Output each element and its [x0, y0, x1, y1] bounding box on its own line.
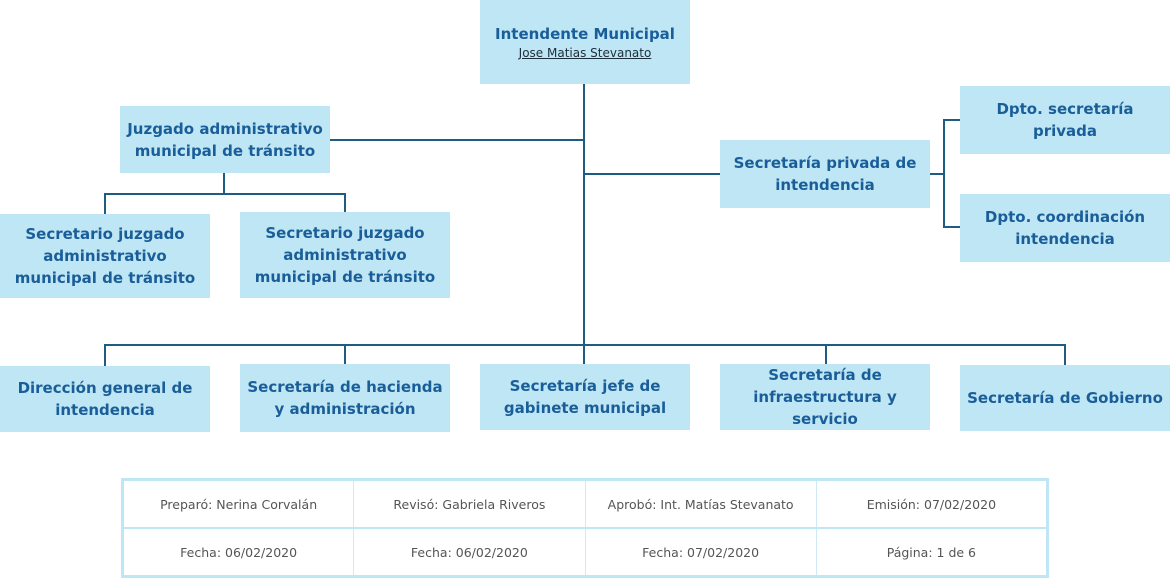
connector-privada — [584, 173, 720, 175]
footer-fecha-2: Fecha: 06/02/2020 — [353, 527, 586, 577]
connector-dpto-sec — [943, 119, 960, 121]
secretario-juzgado-label-2: Secretario juzgado administrativo munici… — [254, 224, 436, 286]
juzgado-box: Juzgado administrativo municipal de trán… — [120, 106, 330, 173]
dpto-secretaria-box: Dpto. secretaría privada — [960, 86, 1170, 154]
bottom-label-1: Dirección general de intendencia — [17, 379, 193, 419]
footer-reviso: Revisó: Gabriela Riveros — [353, 479, 586, 529]
bottom-box-2: Secretaría de hacienda y administración — [240, 364, 450, 432]
connector-bottom-2 — [344, 344, 346, 364]
footer-fecha-1: Fecha: 06/02/2020 — [121, 527, 355, 577]
dpto-coordinacion-box: Dpto. coordinación intendencia — [960, 194, 1170, 262]
bottom-label-4: Secretaría de infraestructura y servicio — [753, 366, 897, 428]
connector-bottom-1 — [104, 344, 106, 366]
secretaria-privada-box: Secretaría privada de intendencia — [720, 140, 930, 208]
connector-juzgado — [330, 139, 584, 141]
connector-sec-juz-1 — [104, 193, 106, 214]
connector-privada-out — [930, 173, 945, 175]
bottom-box-1: Dirección general de intendencia — [0, 366, 210, 432]
connector-bottom-5 — [1064, 344, 1066, 365]
secretario-juzgado-box-2: Secretario juzgado administrativo munici… — [240, 212, 450, 298]
intendente-box: Intendente Municipal Jose Matias Stevana… — [480, 0, 690, 84]
bottom-label-2: Secretaría de hacienda y administración — [247, 378, 443, 418]
connector-sec-juz-2 — [344, 193, 346, 214]
footer-aprobo: Aprobó: Int. Matías Stevanato — [584, 479, 817, 529]
approval-footer-table: Preparó: Nerina Corvalán Revisó: Gabriel… — [121, 478, 1049, 578]
dpto-coordinacion-label: Dpto. coordinación intendencia — [984, 208, 1146, 248]
footer-fecha-3: Fecha: 07/02/2020 — [584, 527, 817, 577]
bottom-box-3: Secretaría jefe de gabinete municipal — [480, 364, 690, 430]
intendente-title: Intendente Municipal — [495, 25, 675, 43]
connector-dpto-coord — [943, 226, 960, 228]
bottom-box-5: Secretaría de Gobierno — [960, 365, 1170, 431]
connector-bottom-bus — [104, 344, 1066, 346]
footer-emision: Emisión: 07/02/2020 — [815, 479, 1049, 529]
connector-privada-branch — [943, 119, 945, 228]
bottom-box-4: Secretaría de infraestructura y servicio — [720, 364, 930, 430]
secretaria-privada-label: Secretaría privada de intendencia — [733, 154, 917, 194]
connector-bottom-4 — [825, 344, 827, 364]
footer-pagina: Página: 1 de 6 — [815, 527, 1049, 577]
dpto-secretaria-label: Dpto. secretaría privada — [996, 100, 1134, 140]
secretario-juzgado-label-1: Secretario juzgado administrativo munici… — [14, 225, 196, 287]
footer-row-2: Fecha: 06/02/2020 Fecha: 06/02/2020 Fech… — [121, 527, 1049, 577]
intendente-name: Jose Matias Stevanato — [518, 46, 652, 60]
bottom-label-5: Secretaría de Gobierno — [967, 389, 1163, 407]
connector-juzgado-down — [223, 173, 225, 193]
secretario-juzgado-box-1: Secretario juzgado administrativo munici… — [0, 214, 210, 298]
juzgado-label: Juzgado administrativo municipal de trán… — [127, 119, 323, 160]
connector-main-trunk — [583, 84, 585, 346]
footer-row-1: Preparó: Nerina Corvalán Revisó: Gabriel… — [121, 479, 1049, 529]
footer-preparo: Preparó: Nerina Corvalán — [121, 479, 355, 529]
connector-juzgado-branch — [104, 193, 346, 195]
connector-bottom-3 — [583, 344, 585, 364]
bottom-label-3: Secretaría jefe de gabinete municipal — [503, 377, 667, 417]
